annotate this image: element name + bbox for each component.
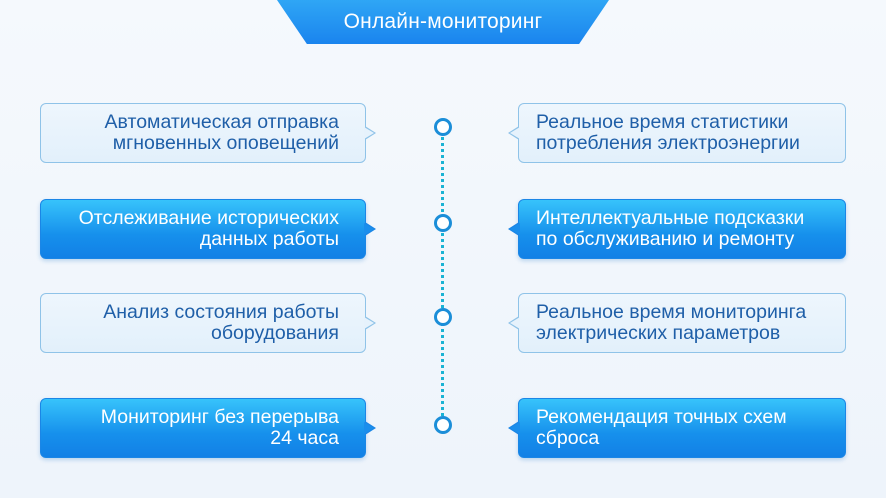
timeline-node-4 bbox=[434, 416, 452, 434]
left-card-3-text: Анализ состояния работы оборудования bbox=[103, 301, 339, 344]
left-card-2-text: Отслеживание исторических данных работы bbox=[78, 207, 339, 250]
right-card-4: Рекомендация точных схем сброса bbox=[508, 398, 846, 458]
right-card-3: Реальное время мониторинга электрических… bbox=[508, 293, 846, 353]
timeline-node-3 bbox=[434, 308, 452, 326]
right-card-1: Реальное время статистики потребления эл… bbox=[508, 103, 846, 163]
header-title: Онлайн-мониторинг bbox=[343, 10, 543, 33]
timeline-node-2 bbox=[434, 214, 452, 232]
header-tab: Онлайн-мониторинг bbox=[277, 0, 609, 44]
left-card-4: Мониторинг без перерыва 24 часа bbox=[40, 398, 376, 458]
right-card-3-text: Реальное время мониторинга электрических… bbox=[536, 301, 807, 344]
timeline-dotted-line bbox=[441, 132, 444, 422]
timeline-node-1 bbox=[434, 118, 452, 136]
left-card-4-text: Мониторинг без перерыва 24 часа bbox=[100, 406, 339, 449]
right-card-2: Интеллектуальные подсказки по обслуживан… bbox=[508, 199, 846, 259]
right-card-2-text: Интеллектуальные подсказки по обслуживан… bbox=[536, 207, 805, 250]
left-card-1: Автоматическая отправка мгновенных опове… bbox=[40, 103, 376, 163]
left-card-3: Анализ состояния работы оборудования bbox=[40, 293, 376, 353]
right-card-4-text: Рекомендация точных схем сброса bbox=[536, 406, 787, 449]
right-card-1-text: Реальное время статистики потребления эл… bbox=[536, 111, 800, 154]
left-card-2: Отслеживание исторических данных работы bbox=[40, 199, 376, 259]
left-card-1-text: Автоматическая отправка мгновенных опове… bbox=[104, 111, 339, 154]
